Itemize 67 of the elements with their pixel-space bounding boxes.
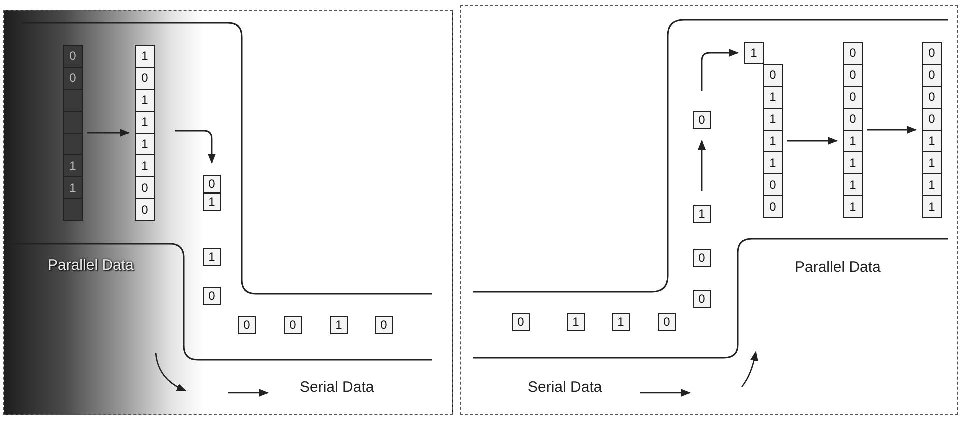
bit-value: 0 (68, 48, 78, 66)
bit-value: 1 (764, 108, 782, 130)
bit-value: 1 (844, 130, 862, 152)
bit-value: 0 (923, 86, 941, 108)
bit-box: 1 (203, 248, 221, 266)
data-label: Parallel Data (795, 259, 881, 276)
bit-box: 0 (693, 249, 711, 267)
bit-value: 0 (923, 64, 941, 86)
bit-value: 1 (764, 151, 782, 174)
bit-box: 0 (284, 316, 302, 334)
bit-box: 0 (658, 313, 676, 331)
bit-value: 1 (64, 176, 82, 198)
bit-box: 0 (693, 111, 711, 129)
bit-box: 0 (203, 287, 221, 305)
bit-value: 1 (136, 88, 154, 111)
bit-value: 1 (844, 151, 862, 174)
register-column (135, 45, 155, 221)
bit-box: 0 (375, 316, 393, 334)
bit-value: 0 (928, 45, 936, 62)
bit-box: 1 (612, 313, 630, 331)
bit-box: 1 (744, 42, 764, 64)
bit-box: 1 (203, 193, 221, 211)
bit-box: 0 (512, 313, 530, 331)
data-label: Serial Data (528, 379, 602, 396)
bit-box: 1 (330, 316, 348, 334)
bit-box: 0 (238, 316, 256, 334)
arrow (87, 129, 130, 137)
bit-value: 0 (136, 176, 154, 198)
bit-value: 0 (136, 198, 154, 220)
bit-value: 0 (844, 86, 862, 108)
bit-value: 0 (848, 45, 858, 62)
bit-value: 0 (764, 173, 782, 196)
bit-value: 0 (768, 67, 778, 84)
arrow (698, 140, 706, 191)
arrow (701, 49, 739, 91)
bit-value: 1 (844, 195, 862, 217)
bit-value: 0 (844, 108, 862, 130)
bit-value: 0 (764, 195, 782, 218)
bit-value: 1 (923, 195, 941, 217)
bit-box: 1 (567, 313, 585, 331)
register-column (843, 42, 863, 218)
register-column (922, 42, 942, 218)
bit-value: 0 (923, 108, 941, 130)
bit-value: 1 (136, 154, 154, 176)
bit-value: 1 (923, 173, 941, 196)
arrow (787, 137, 838, 145)
bit-value: 1 (764, 130, 782, 152)
bit-value: 0 (136, 66, 154, 89)
bit-value: 1 (923, 151, 941, 174)
bit-box: 0 (693, 290, 711, 308)
bit-value: 1 (136, 132, 154, 154)
bit-box: 1 (693, 205, 711, 223)
data-label: Parallel Data (48, 257, 134, 274)
bit-value: 0 (64, 66, 82, 89)
bit-value: 1 (136, 110, 154, 132)
arrow (175, 130, 216, 164)
register-column (63, 45, 83, 221)
bit-value: 1 (764, 86, 782, 108)
bit-box: 0 (203, 175, 221, 193)
bit-value: 0 (844, 64, 862, 86)
data-label: Serial Data (300, 379, 374, 396)
bit-value: 1 (64, 154, 82, 176)
bit-value: 1 (140, 48, 150, 66)
bit-value: 1 (844, 173, 862, 196)
register-column (763, 64, 783, 218)
arrow (867, 126, 917, 134)
bit-value: 1 (923, 130, 941, 152)
